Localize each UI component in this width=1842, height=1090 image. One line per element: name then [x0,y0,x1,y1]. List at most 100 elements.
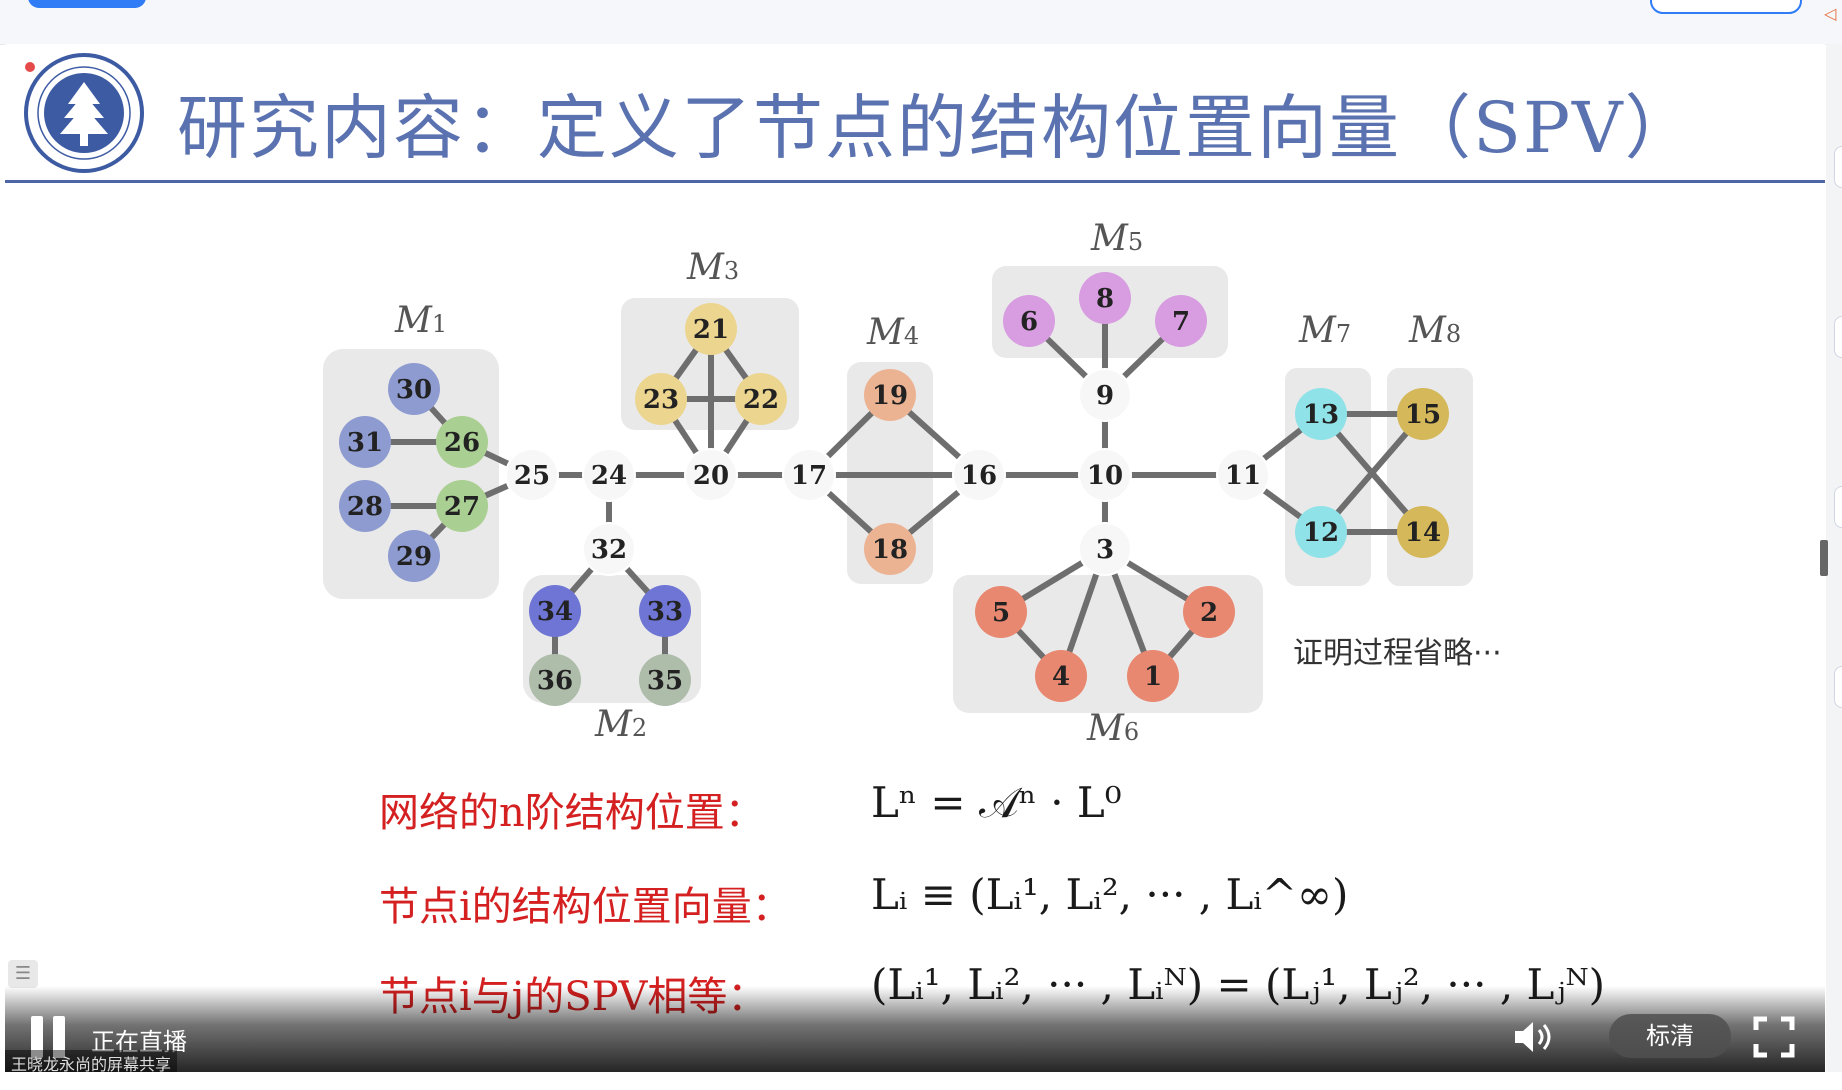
node-label: 33 [647,597,683,627]
network-node: 27 [436,480,488,532]
network-node: 21 [685,303,737,355]
node-label: 6 [1020,307,1038,337]
network-node: 4 [1035,650,1087,702]
speaker-indicator-icon: ◁ [1824,4,1837,23]
node-label: 11 [1225,461,1261,491]
network-node: 7 [1155,295,1207,347]
network-node: 34 [529,585,581,637]
network-node: 18 [864,523,916,575]
node-label: 30 [396,375,432,405]
node-label: 25 [514,461,550,491]
live-status: 正在直播 [91,1028,187,1056]
network-node: 19 [864,369,916,421]
module-label-m1: M1 [394,300,447,341]
node-label: 5 [992,598,1010,628]
node-label: 3 [1096,535,1114,565]
node-label: 19 [872,381,908,411]
node-label: 35 [647,666,683,696]
network-node: 32 [582,522,636,576]
module-label-m5: M5 [1090,218,1143,259]
network-node: 17 [782,448,836,502]
module-label-m7: M7 [1298,310,1351,351]
module-label-m2: M2 [594,704,647,745]
node-label: 15 [1405,400,1441,430]
network-node: 14 [1397,506,1449,558]
node-label: 2 [1200,598,1218,628]
node-label: 20 [693,461,729,491]
slide-header: 研究内容：定义了节点的结构位置向量（SPV） [5,44,1825,183]
node-label: 36 [537,666,573,696]
module-box-m1 [323,349,499,599]
formula-math: Lᵢ ≡ (Lᵢ¹, Lᵢ², ··· , Lᵢ^∞) [871,870,1349,919]
app-top-bar: ◁ [0,0,1842,45]
module-label-m3: M3 [686,247,739,288]
node-label: 27 [444,492,480,522]
node-label: 21 [693,315,729,345]
network-node: 29 [388,530,440,582]
node-label: 14 [1405,518,1441,548]
network-node: 9 [1078,368,1132,422]
node-label: 28 [347,492,383,522]
network-node: 24 [582,448,636,502]
network-node: 5 [975,586,1027,638]
list-icon[interactable]: ☰ [8,960,38,988]
slide-title: 研究内容：定义了节点的结构位置向量（SPV） [177,87,1697,169]
node-label: 17 [791,461,827,491]
video-control-bar: 正在直播 标清 [5,986,1825,1072]
top-tab-button[interactable] [28,0,146,8]
network-node: 36 [529,654,581,706]
proof-omitted-note: 证明过程省略··· [1293,636,1502,671]
network-node: 22 [735,373,787,425]
side-panel-handle[interactable] [1834,316,1842,358]
formula-math: Lⁿ = 𝒜ⁿ · L⁰ [871,778,1122,827]
university-logo [24,53,144,173]
node-label: 23 [643,385,679,415]
network-node: 23 [635,373,687,425]
network-node: 1 [1127,650,1179,702]
node-label: 31 [347,428,383,458]
node-label: 18 [872,535,908,565]
network-node: 31 [339,416,391,468]
network-node: 2 [1183,586,1235,638]
scroll-handle[interactable] [1820,540,1828,576]
network-node: 16 [952,448,1006,502]
node-label: 16 [961,461,997,491]
right-sidebar-edge [1826,44,1842,1090]
node-label: 26 [444,428,480,458]
pause-icon [31,1016,43,1058]
network-node: 25 [505,448,559,502]
network-node: 8 [1079,272,1131,324]
network-node: 11 [1216,448,1270,502]
node-label: 4 [1052,662,1070,692]
title-divider [5,180,1825,183]
network-node: 12 [1295,506,1347,558]
network-node: 13 [1295,388,1347,440]
network-node: 20 [684,448,738,502]
node-label: 34 [537,597,573,627]
top-action-button[interactable] [1650,0,1802,14]
side-panel-handle[interactable] [1834,146,1842,188]
pause-icon [53,1016,65,1058]
volume-icon[interactable] [1513,1018,1559,1056]
node-label: 1 [1144,662,1162,692]
pause-button[interactable] [29,1016,69,1058]
node-label: 13 [1303,400,1339,430]
module-label-m6: M6 [1086,708,1139,749]
side-panel-handle[interactable] [1834,666,1842,708]
network-node: 6 [1003,295,1055,347]
node-label: 32 [591,535,627,565]
quality-selector[interactable]: 标清 [1609,1014,1731,1058]
side-panel-handle[interactable] [1834,486,1842,528]
node-label: 8 [1096,284,1114,314]
fullscreen-icon[interactable] [1753,1016,1795,1058]
module-label-m8: M8 [1408,310,1461,351]
node-label: 9 [1096,381,1114,411]
recording-dot-icon [25,62,35,72]
bottom-strip [0,1072,1842,1090]
module-label-m4: M4 [866,312,919,353]
network-node: 10 [1078,448,1132,502]
node-label: 22 [743,385,779,415]
